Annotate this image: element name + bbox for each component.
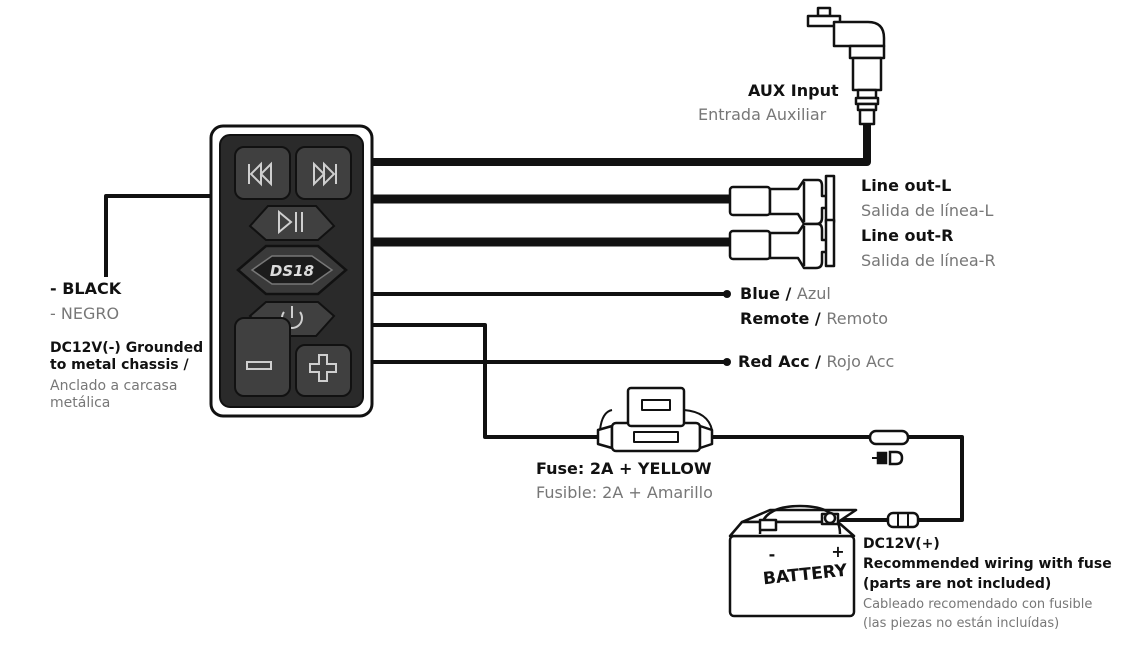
control-panel: DS18 [209,124,374,418]
remote-label-en: Remote [740,309,810,328]
volume-down-button[interactable] [234,317,291,397]
blue-wire-end [723,290,731,298]
wires [104,122,964,522]
play-pause-icon [278,209,303,235]
rca-plug-l [728,174,836,226]
red-acc-label: Red Acc / Rojo Acc [738,352,895,371]
minus-icon [246,361,272,370]
volume-up-button[interactable] [295,344,352,397]
battery-connector [886,511,920,529]
recommended-wiring-label: Recommended wiring with fuse [863,556,1112,572]
line-out-l-label: Line out-L [861,176,952,195]
play-pause-button[interactable] [248,205,336,241]
aux-plug [806,6,886,126]
aux-input-label-es: Entrada Auxiliar [698,105,827,124]
parts-not-included-label: (parts are not included) [863,576,1052,592]
rca-plug-r [728,218,836,270]
yellow-wire [370,323,598,439]
battery-minus-sign: - [769,545,776,564]
fuse-label-es: Fusible: 2A + Amarillo [536,483,713,502]
remote-wire-label: Remote / Remoto [740,309,889,328]
ds18-logo: DS18 [236,244,348,296]
blue-label-sep: / [779,284,797,303]
battery: - + BATTERY [728,504,858,618]
logo-text: DS18 [270,262,314,280]
parts-not-included-label-es: (las piezas no están incluídas) [863,616,1060,631]
blue-label-en: Blue [740,284,780,303]
ground-label-es-line1: Anclado a carcasa [50,378,178,394]
prev-button[interactable] [234,146,291,200]
red-label-en: Red Acc [738,352,810,371]
red-label-es: Rojo Acc [826,352,895,371]
line-out-l-label-es: Salida de línea-L [861,201,994,220]
ground-label-es-line2: metálica [50,395,111,411]
black-wire-label-es: - NEGRO [50,304,120,323]
ground-label-line1: DC12V(-) Grounded [50,340,204,356]
line-out-r-label-es: Salida de línea-R [861,251,996,270]
fuse-battery-wire [712,435,964,522]
remote-label-sep: / [809,309,827,328]
next-button[interactable] [295,146,352,200]
inline-connector [868,429,910,466]
skip-forward-icon [313,161,337,187]
ground-wire [104,194,213,277]
dc12v-label: DC12V(+) [863,536,940,552]
line-out-r-label: Line out-R [861,226,954,245]
blue-label-es: Azul [796,284,831,303]
red-label-sep: / [809,352,827,371]
aux-input-label: AUX Input [748,81,839,100]
fuse-label: Fuse: 2A + YELLOW [536,459,712,478]
recommended-wiring-label-es: Cableado recomendado con fusible [863,597,1093,612]
battery-plus-sign: + [831,542,844,561]
skip-back-icon [248,161,272,187]
red-wire-end [723,358,731,366]
black-wire-label: - BLACK [50,279,122,298]
aux-wire [370,122,871,166]
blue-wire-label: Blue / Azul [740,284,831,303]
ground-label-line2: to metal chassis / [50,357,189,373]
fuse-holder [596,386,714,453]
plus-icon [309,354,337,382]
remote-label-es: Remoto [826,309,889,328]
